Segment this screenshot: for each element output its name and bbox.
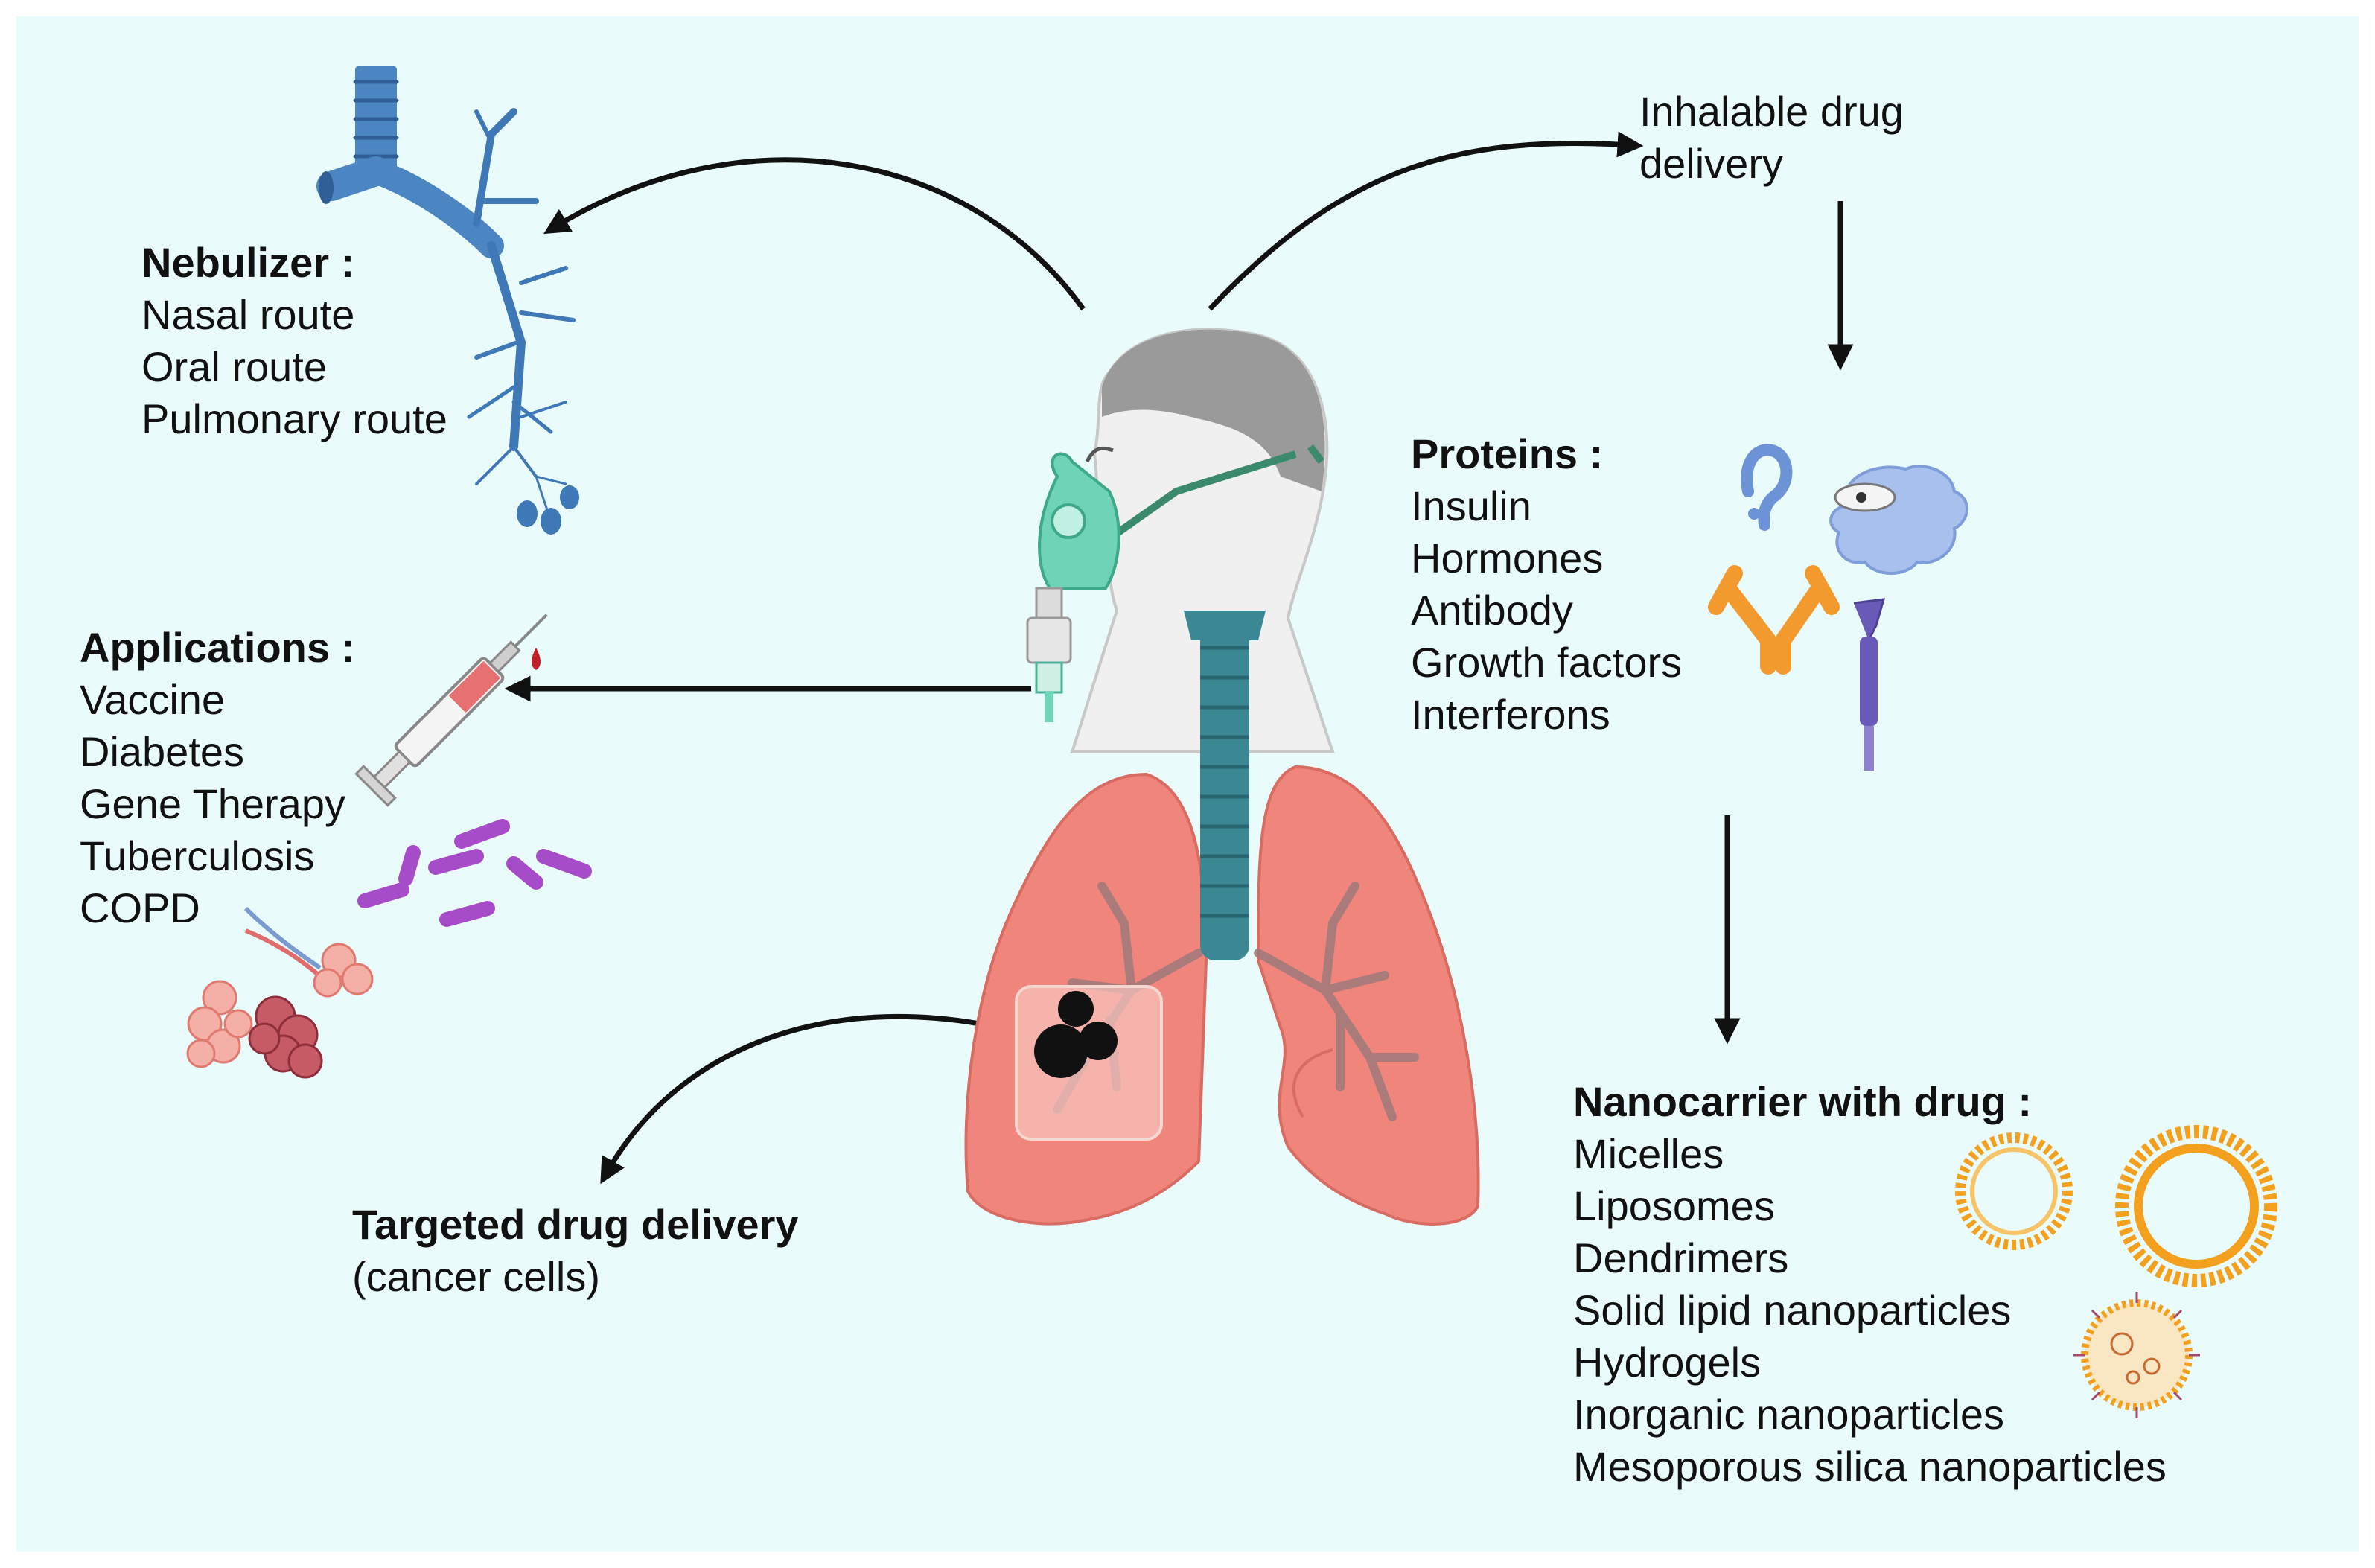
applications-item: Vaccine xyxy=(80,676,226,723)
arrow-to-targeted xyxy=(600,1013,1044,1185)
proteins-item: Growth factors xyxy=(1411,639,1683,686)
targeted-block: Targeted drug delivery (cancer cells) xyxy=(352,1199,799,1303)
nebulizer-chamber-icon xyxy=(1026,587,1072,722)
nebulizer-item: Nasal route xyxy=(141,291,355,338)
arrow-to-nebulizer xyxy=(543,157,1086,311)
targeted-sub: (cancer cells) xyxy=(352,1253,600,1300)
nanocarrier-item: Solid lipid nanoparticles xyxy=(1573,1287,2012,1333)
nanocarrier-item: Mesoporous silica nanoparticles xyxy=(1573,1443,2167,1490)
tumor-highlight-icon xyxy=(1015,985,1163,1141)
nanocarrier-heading: Nanocarrier with drug : xyxy=(1573,1078,2033,1125)
bacteria-icon xyxy=(357,819,592,927)
arrow-to-inhalable xyxy=(1208,131,1644,311)
nanocarrier-item: Micelles xyxy=(1573,1130,1724,1177)
applications-heading: Applications : xyxy=(80,624,356,671)
inhalable-block: Inhalable drug delivery xyxy=(1639,86,1904,190)
solid-lipid-nanoparticle-icon xyxy=(2073,1292,2200,1418)
hormone-protein-icon xyxy=(1829,465,1968,575)
syringe-icon xyxy=(354,614,548,807)
targeted-heading: Targeted drug delivery xyxy=(352,1201,799,1248)
lungs-icon xyxy=(964,611,1480,1226)
applications-item: Gene Therapy xyxy=(80,780,345,827)
proteins-item: Insulin xyxy=(1411,482,1531,529)
micelle-icon xyxy=(1955,1132,2073,1250)
proteins-heading: Proteins : xyxy=(1411,430,1604,477)
applications-item: Diabetes xyxy=(80,728,245,775)
flow-arrows xyxy=(504,131,1854,1185)
proteins-item: Antibody xyxy=(1411,587,1573,634)
proteins-block: Proteins : Insulin Hormones Antibody Gro… xyxy=(1411,428,1682,741)
growth-factor-receptor-icon xyxy=(1853,598,1886,771)
nanocarrier-item: Hydrogels xyxy=(1573,1339,1762,1386)
applications-item: Tuberculosis xyxy=(80,832,315,879)
inhalable-line: delivery xyxy=(1639,140,1783,187)
bronchial-tree-icon xyxy=(316,66,579,535)
antibody-icon xyxy=(1708,565,1840,675)
applications-block: Applications : Vaccine Diabetes Gene The… xyxy=(80,622,355,934)
nanocarrier-item: Liposomes xyxy=(1573,1182,1775,1229)
nanocarrier-item: Inorganic nanoparticles xyxy=(1573,1391,2005,1438)
nebulizer-item: Pulmonary route xyxy=(141,395,447,442)
liposome-icon xyxy=(2115,1125,2277,1287)
patient-head-icon xyxy=(1026,328,1335,753)
proteins-item: Interferons xyxy=(1411,691,1610,738)
trachea-icon xyxy=(1184,611,1266,960)
nebulizer-item: Oral route xyxy=(141,343,327,390)
nebulizer-heading: Nebulizer : xyxy=(141,239,355,286)
nebulizer-block: Nebulizer : Nasal route Oral route Pulmo… xyxy=(141,237,447,445)
nanocarrier-item: Dendrimers xyxy=(1573,1234,1789,1281)
inhalable-line: Inhalable drug xyxy=(1639,88,1904,135)
applications-item: COPD xyxy=(80,885,200,931)
diagram-panel xyxy=(16,16,2359,1552)
insulin-icon xyxy=(1741,444,1793,531)
proteins-item: Hormones xyxy=(1411,535,1604,581)
alveoli-icon xyxy=(186,906,374,1079)
nanocarrier-block: Nanocarrier with drug : Micelles Liposom… xyxy=(1573,1076,2167,1493)
